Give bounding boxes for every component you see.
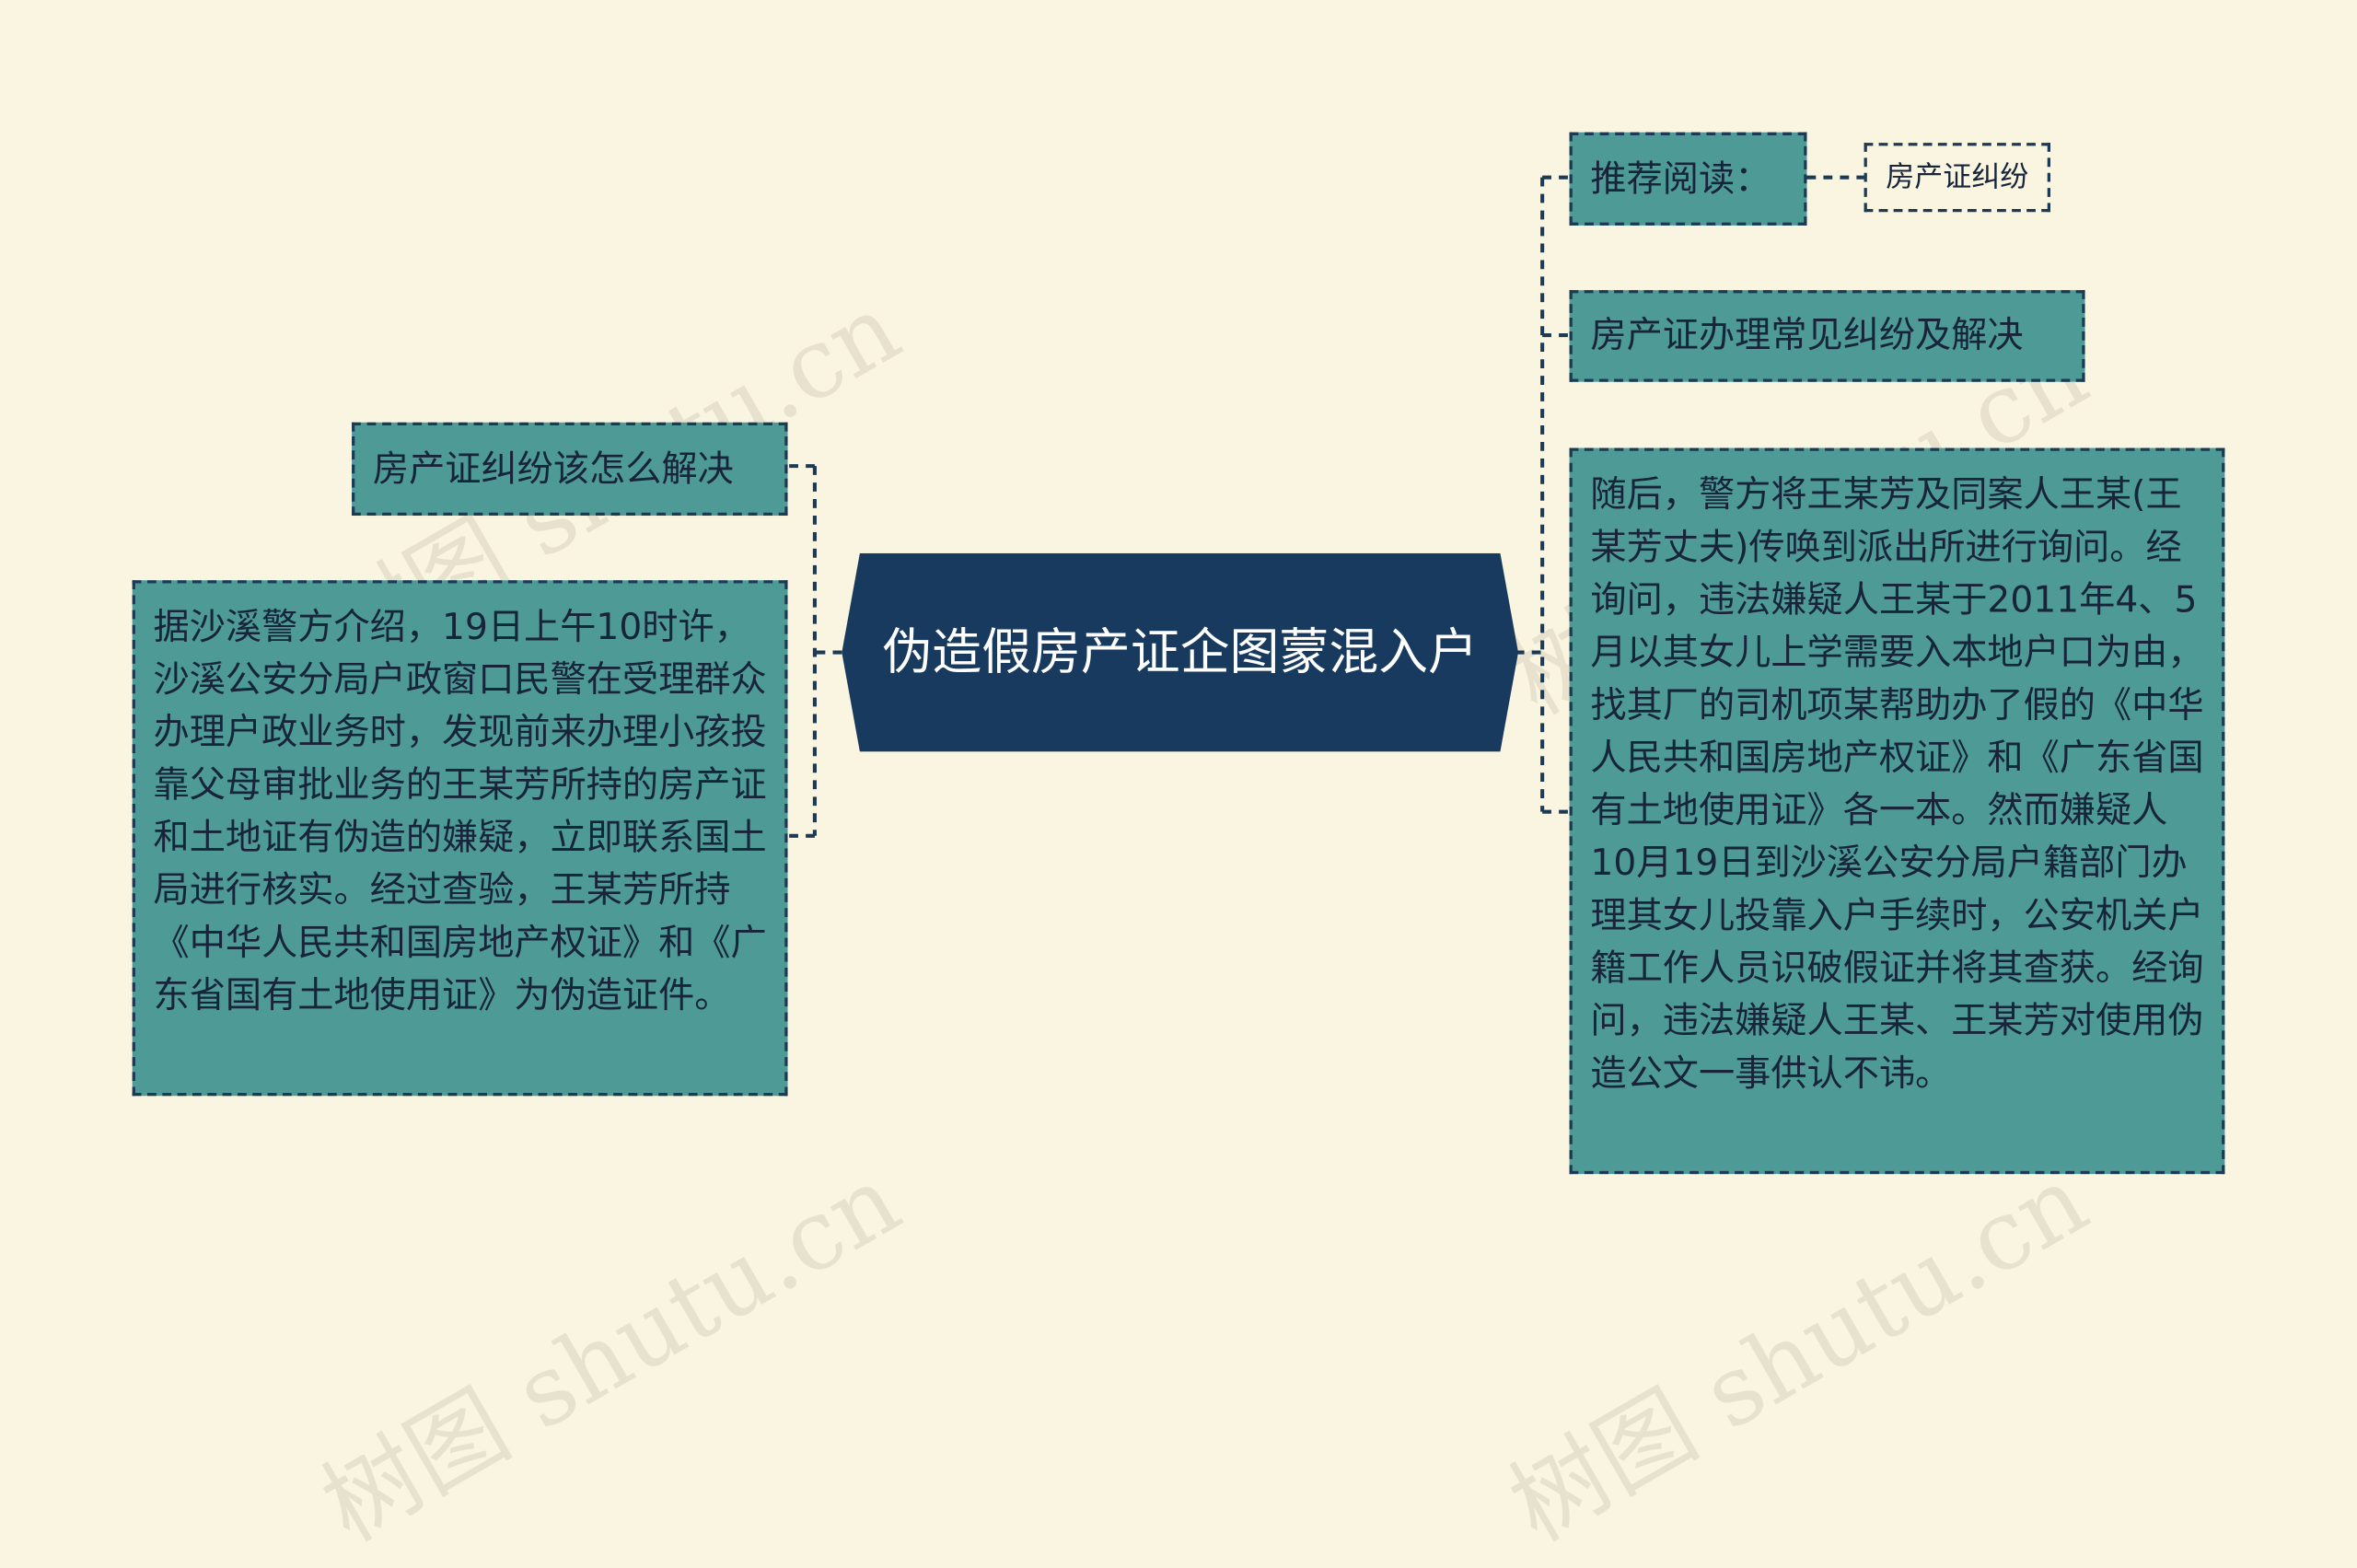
left-paragraph-node[interactable]: 据沙溪警方介绍，19日上午10时许，沙溪公安分局户政窗口民警在受理群众办理户政业… bbox=[132, 580, 788, 1097]
right-topic-node[interactable]: 房产证办理常见纠纷及解决 bbox=[1569, 290, 2085, 382]
central-topic-title: 伪造假房产证企图蒙混入户 bbox=[882, 621, 1478, 681]
central-shape bbox=[842, 552, 1519, 752]
recommend-label: 推荐阅读： bbox=[1590, 157, 1771, 200]
left-topic-label: 房产证纠纷该怎么解决 bbox=[372, 447, 734, 490]
connector-lines bbox=[787, 175, 1864, 838]
central-topic-node[interactable]: 伪造假房产证企图蒙混入户 bbox=[842, 552, 1519, 752]
mindmap-canvas: 树图 shutu.cn 树图 shutu.cn 树图 shutu.cn 树图 s… bbox=[132, 132, 2225, 1563]
right-paragraph-text: 随后，警方将王某芳及同案人王某(王某芳丈夫)传唤到派出所进行询问。经询问，违法嫌… bbox=[1590, 473, 2204, 1095]
right-topic-label: 房产证办理常见纠纷及解决 bbox=[1590, 314, 2024, 356]
right-paragraph-node[interactable]: 随后，警方将王某芳及同案人王某(王某芳丈夫)传唤到派出所进行询问。经询问，违法嫌… bbox=[1569, 447, 2225, 1175]
recommend-label-node[interactable]: 推荐阅读： bbox=[1569, 132, 1807, 226]
left-paragraph-text: 据沙溪警方介绍，19日上午10时许，沙溪公安分局户政窗口民警在受理群众办理户政业… bbox=[153, 605, 767, 1016]
left-topic-node[interactable]: 房产证纠纷该怎么解决 bbox=[352, 422, 788, 517]
recommend-tag-link[interactable]: 房产证纠纷 bbox=[1864, 143, 2051, 213]
recommend-tag-label: 房产证纠纷 bbox=[1886, 159, 2029, 193]
